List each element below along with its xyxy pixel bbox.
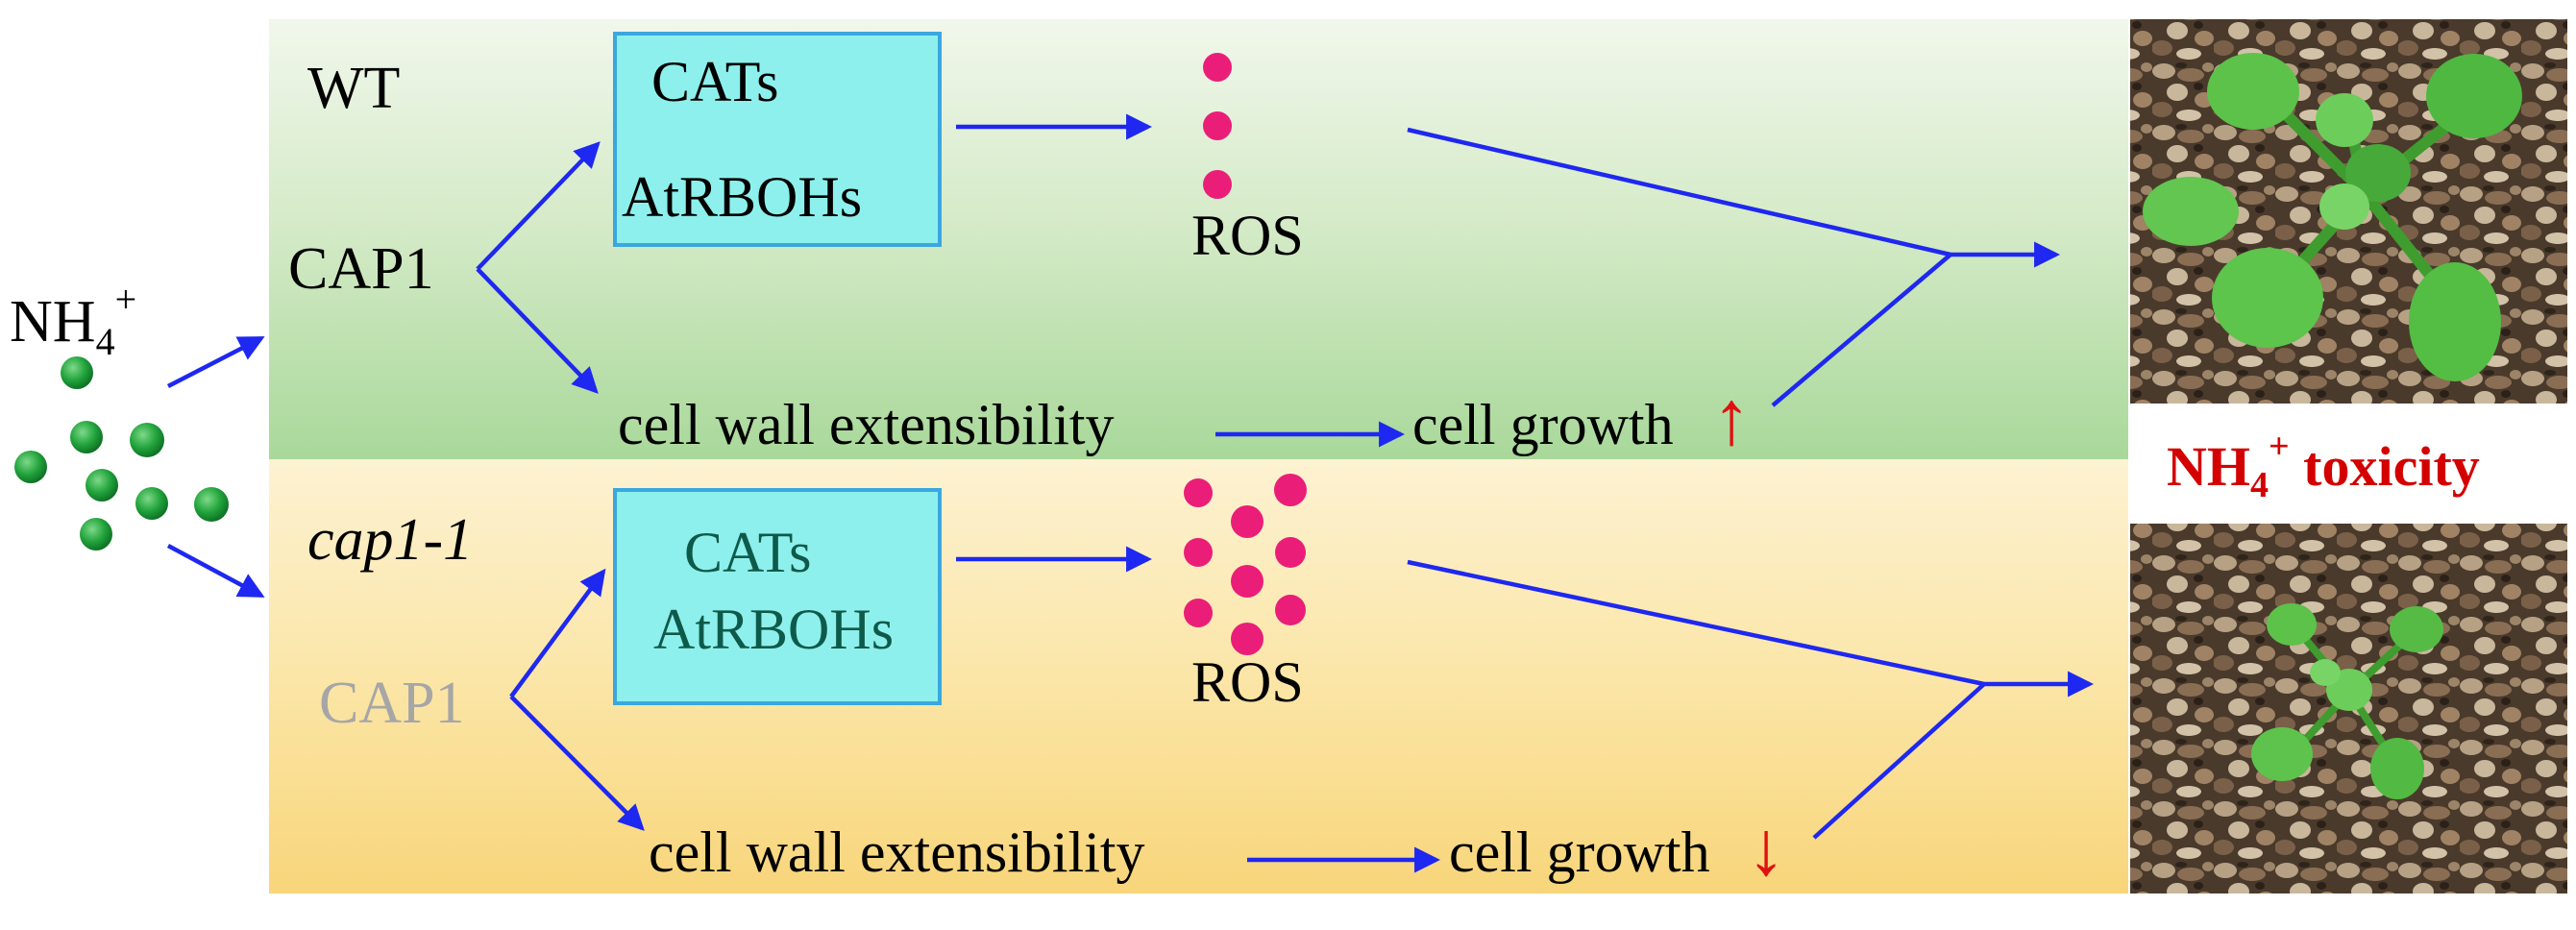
line-wt-growth-to-merge [1771, 253, 1952, 407]
ros-dot-icon [1275, 595, 1306, 625]
arrow-nh4-to-wt [166, 336, 265, 388]
leaf-icon [2345, 144, 2411, 202]
arrow-wt-cap1-to-cellwall [476, 267, 599, 394]
leaf-icon [2316, 93, 2373, 147]
leaf-icon [2207, 53, 2299, 130]
leaf-icon [2370, 738, 2424, 799]
arrow-nh4-to-mutant [166, 544, 265, 598]
leaf-icon [2390, 606, 2443, 652]
ros-dot-icon [1231, 623, 1263, 655]
mutant-enzyme-box [613, 488, 942, 705]
wt-ros-dots [1203, 53, 1232, 199]
arrow-mutant-cap1-to-box [509, 568, 606, 698]
ros-dot-icon [1274, 474, 1307, 506]
nh4-toxicity-label: NH4+ toxicity [2167, 427, 2480, 505]
leaf-icon [2212, 248, 2323, 348]
leaf-icon [2267, 603, 2317, 646]
nh4-ion-dot-icon [194, 487, 229, 522]
nh4-ion-dot-icon [80, 518, 112, 551]
nh4-label: NH4+ [10, 278, 136, 363]
wt-box-cats-label: CATs [651, 50, 779, 113]
ros-dot-icon [1231, 505, 1263, 538]
nh4-ion-dot-icon [86, 469, 118, 502]
wt-cap1-label: CAP1 [288, 236, 434, 302]
ros-dot-icon [1203, 53, 1232, 82]
line-wt-ros-to-merge [1407, 127, 1951, 257]
mutant-ros-dots [1184, 474, 1307, 655]
arrow-mutant-cap1-to-cellwall [509, 695, 645, 831]
mutant-cell-wall-label: cell wall extensibility [649, 820, 1145, 884]
line-mutant-ros-to-merge [1407, 559, 1985, 687]
leaf-icon [2319, 184, 2369, 230]
leaf-icon [2426, 54, 2522, 138]
wt-box-atrbohs-label: AtRBOHs [622, 165, 862, 229]
leaf-icon [2143, 177, 2239, 246]
wt-growth-up-arrow: ↑ [1712, 377, 1751, 461]
mutant-growth-down-arrow: ↓ [1747, 807, 1785, 892]
leaf-icon [2409, 262, 2501, 381]
wt-ros-label: ROS [1191, 204, 1304, 267]
leaf-icon [2251, 727, 2313, 781]
leaf-icon [2310, 659, 2341, 686]
wt-cell-growth-label: cell growth [1412, 393, 1674, 456]
ros-dot-icon [1184, 478, 1213, 507]
nh4-ion-dot-icon [130, 423, 164, 457]
nh4-ion-cluster: NH4+ [10, 278, 229, 551]
line-mutant-growth-to-merge [1812, 682, 1986, 840]
ros-dot-icon [1184, 599, 1213, 627]
mutant-box-atrbohs-label: AtRBOHs [653, 598, 894, 661]
mutant-genotype-label: cap1-1 [307, 507, 473, 573]
ros-dot-icon [1275, 537, 1306, 568]
mutant-box-cats-label: CATs [684, 521, 812, 584]
mutant-plant-photo [2130, 524, 2567, 893]
nh4-ion-dot-icon [70, 421, 103, 453]
nh4-ion-dot-icon [61, 356, 93, 389]
mutant-ros-label: ROS [1191, 650, 1304, 714]
mutant-cell-growth-label: cell growth [1449, 820, 1710, 884]
wt-cell-wall-label: cell wall extensibility [618, 393, 1115, 456]
mutant-background-panel [269, 459, 2128, 893]
ros-dot-icon [1203, 170, 1232, 199]
wt-genotype-label: WT [307, 56, 400, 121]
wt-enzyme-box [613, 32, 942, 247]
arrow-wt-cap1-to-box [476, 141, 601, 271]
mutant-cap1-label: CAP1 [319, 671, 465, 736]
wt-plant-photo [2130, 19, 2567, 404]
ros-dot-icon [1203, 111, 1232, 140]
ros-dot-icon [1184, 538, 1213, 567]
nh4-ion-dot-icon [135, 487, 168, 520]
ros-dot-icon [1231, 565, 1263, 598]
nh4-ion-dot-icon [14, 451, 47, 483]
